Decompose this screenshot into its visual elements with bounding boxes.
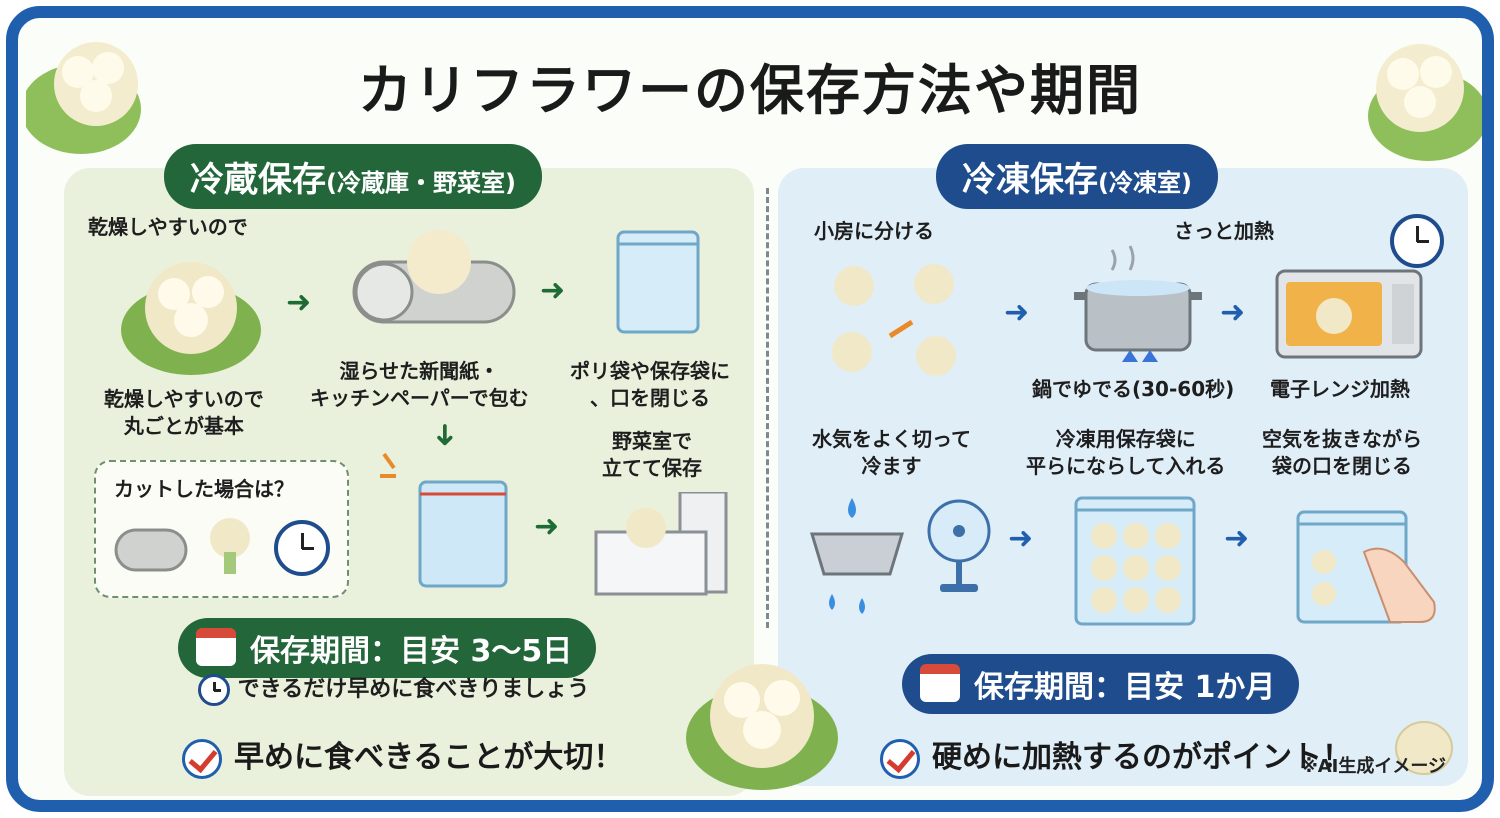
fan-icon [927,499,991,592]
cauliflower-rice-icon [1395,721,1453,775]
fridge-step4-line1: 野菜室で [612,429,692,453]
fridge-step3-line2: 、口を閉じる [590,386,710,410]
freezer-step6-line2: 袋の口を閉じる [1272,454,1412,478]
page-title: カリフラワーの保存方法や期間 [358,59,1142,122]
fridge-step4-label: 野菜室で 立てて保存 [602,428,702,482]
fridge-heading-sub: (冷蔵庫・野菜室) [326,169,516,197]
arrow-icon: ➜ [1224,521,1250,556]
freezer-step5-line2: 平らにならして入れる [1026,454,1226,478]
cauliflower-florets-icon [832,264,956,376]
divider [766,188,769,628]
freezer-step6-line1: 空気を抜きながら [1262,427,1422,451]
check-icon [182,738,222,779]
arrow-icon: ➜ [286,285,312,320]
fridge-step1-label: 乾燥しやすいので 丸ごとが基本 [104,386,264,440]
zip-bag-icon [616,230,700,334]
fridge-heading-main: 冷蔵保存 [190,160,326,200]
pot-icon [1074,245,1202,362]
fridge-heading: 冷蔵保存(冷蔵庫・野菜室) [164,144,542,209]
arrow-down-icon: ➜ [427,422,463,448]
fridge-step2-line2: キッチンペーパーで包む [310,386,529,410]
fridge-period-badge: 保存期間：目安 3〜5日 [178,618,597,678]
newspaper-roll-icon [352,230,516,324]
freezer-heading-main: 冷凍保存 [962,160,1098,200]
fridge-step2-label: 湿らせた新聞紙・ キッチンペーパーで包む [310,358,529,412]
zip-bag-icon [418,480,508,588]
frozen-bag-icon [1296,510,1436,624]
clock-icon [198,674,230,706]
colander-icon [809,498,905,614]
arrow-icon: ➜ [1220,295,1246,330]
fridge-point-text: 早めに食べきることが大切！ [234,740,624,775]
fridge-point: 早めに食べきることが大切！ [182,732,623,779]
freezer-step3-label: 電子レンジ加熱 [1270,377,1410,401]
microwave-icon [1275,269,1423,359]
cauliflower-icon [121,262,261,375]
newspaper-roll-icon [114,528,188,572]
burst-icon [380,452,396,478]
freezer-period-text: 保存期間：目安 1か月 [974,670,1276,705]
fridge-step3-line1: ポリ袋や保存袋に [570,359,730,383]
clock-icon [1390,214,1444,268]
freezer-step6-label: 空気を抜きながら 袋の口を閉じる [1262,426,1422,480]
freezer-point-text: 硬めに加熱するのがポイント！ [932,740,1352,775]
freezer-step5-label: 冷凍用保存袋に 平らにならして入れる [1026,426,1225,480]
fridge-step3-label: ポリ袋や保存袋に 、口を閉じる [570,358,730,412]
fridge-step2-line1: 湿らせた新聞紙・ [339,359,500,383]
infographic-frame: カリフラワーの保存方法や期間 冷蔵保存(冷蔵庫・野菜室) 乾燥しやすいので ➜ … [6,6,1494,812]
freezer-step1-label: 小房に分ける [814,219,934,243]
freezer-period-badge: 保存期間：目安 1か月 [902,654,1300,714]
freezer-point: 硬めに加熱するのがポイント！ [880,732,1352,779]
calendar-icon [920,664,960,702]
arrow-icon: ➜ [1008,521,1034,556]
fridge-step4-line2: 立てて保存 [602,456,702,480]
arrow-icon: ➜ [1004,295,1030,330]
cut-case-box: カットした場合は？ [94,460,349,598]
freezer-step2-label: 鍋でゆでる(30-60秒) [1032,377,1235,401]
freezer-step5-line1: 冷凍用保存袋に [1055,427,1196,451]
hand-icon [1362,547,1436,623]
freezer-heading: 冷凍保存(冷凍室) [936,144,1218,209]
freezer-heading-sub: (冷凍室) [1098,169,1192,197]
clock-icon [274,520,330,576]
arrow-icon: ➜ [540,273,566,308]
fridge-step1-line1: 乾燥しやすいので [104,387,264,411]
cauliflower-piece-icon [210,518,250,574]
fridge-top-label: 乾燥しやすいので [88,215,248,239]
freezer-step4-line1: 水気をよく切って [812,427,971,451]
cauliflower-corner-icon [1368,44,1482,161]
check-icon [880,738,920,779]
vegetable-drawer-icon [594,492,728,596]
footnote: ※AI生成イメージ [1300,756,1446,777]
cauliflower-icon [686,664,838,790]
freezer-step4-label: 水気をよく切って 冷ます [812,426,971,480]
fridge-tip: できるだけ早めに食べきりましょう [198,674,589,706]
freezer-step4-line2: 冷ます [861,454,922,478]
fridge-period-text: 保存期間：目安 3〜5日 [250,634,573,669]
fridge-tip-text: できるだけ早めに食べきりましょう [237,677,590,702]
cauliflower-corner-icon [26,42,141,154]
arrow-icon: ➜ [534,509,560,544]
frozen-bag-icon [1074,496,1196,626]
calendar-icon [196,628,236,666]
freezer-step2-top-label: さっと加熱 [1174,219,1274,243]
fridge-step1-line2: 丸ごとが基本 [123,414,244,438]
cut-case-label: カットした場合は？ [114,477,294,501]
